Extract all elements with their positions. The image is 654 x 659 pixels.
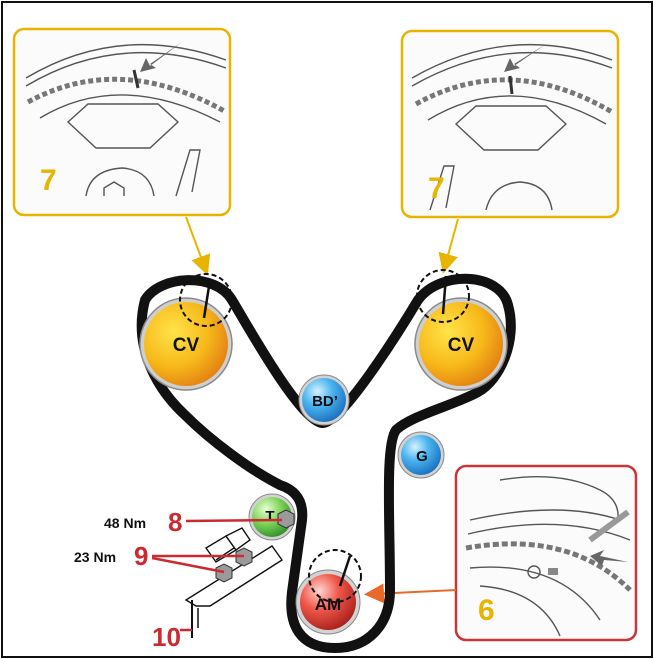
right-marker-arrow-icon bbox=[504, 44, 546, 72]
crank-marker-arrow-icon bbox=[590, 550, 628, 566]
left-sprocket-detail-icon bbox=[25, 43, 228, 197]
step-10-label: 10 bbox=[152, 622, 181, 652]
callout-crank: 6 bbox=[454, 464, 638, 642]
left-marker-arrow-icon bbox=[140, 42, 182, 72]
right-step-number: 7 bbox=[428, 172, 445, 205]
bd-label: BD’ bbox=[312, 393, 338, 410]
bolt-lower-icon bbox=[215, 563, 233, 583]
timing-mark-circle-right bbox=[416, 269, 470, 323]
crank-sprocket-detail-icon bbox=[465, 475, 632, 637]
right-sprocket-detail-icon bbox=[411, 43, 614, 211]
g-label: G bbox=[416, 448, 428, 465]
tension-tool-icon bbox=[184, 527, 283, 638]
cam-right-label: CV bbox=[448, 335, 475, 356]
tensioner-label: T bbox=[265, 508, 274, 525]
g-pulley: G bbox=[397, 431, 445, 479]
right-pointer-line bbox=[438, 218, 459, 274]
left-pointer-line bbox=[185, 216, 211, 276]
left-step-number: 7 bbox=[40, 164, 57, 197]
torque-48-label: 48 Nm bbox=[104, 515, 146, 531]
torque-23-label: 23 Nm bbox=[74, 549, 116, 565]
crank-label: AM bbox=[315, 595, 341, 614]
cam-pulley-left: CV bbox=[139, 297, 233, 391]
tensioner-pulley: T bbox=[248, 493, 296, 541]
timing-mark-circle-crank bbox=[308, 549, 362, 603]
timing-mark-right bbox=[441, 275, 448, 315]
timing-mark-circle-left bbox=[179, 273, 233, 327]
cam-pulley-right: CV bbox=[414, 297, 508, 391]
bd-pulley: BD’ bbox=[298, 374, 350, 426]
timing-mark-left bbox=[202, 279, 212, 319]
callout-left: 7 bbox=[12, 27, 232, 217]
timing-mark-crank bbox=[338, 555, 352, 587]
crank-pulley: AM bbox=[295, 569, 361, 635]
step-9-leader-b bbox=[151, 556, 225, 574]
step-9-label: 9 bbox=[134, 541, 148, 571]
cam-left-label: CV bbox=[173, 335, 200, 356]
step-8-leader bbox=[185, 518, 283, 523]
step-8-label: 8 bbox=[168, 507, 182, 537]
crank-step-number: 6 bbox=[478, 594, 495, 627]
tensioner-bolt-icon bbox=[277, 509, 295, 529]
callout-right: 7 bbox=[400, 29, 620, 219]
